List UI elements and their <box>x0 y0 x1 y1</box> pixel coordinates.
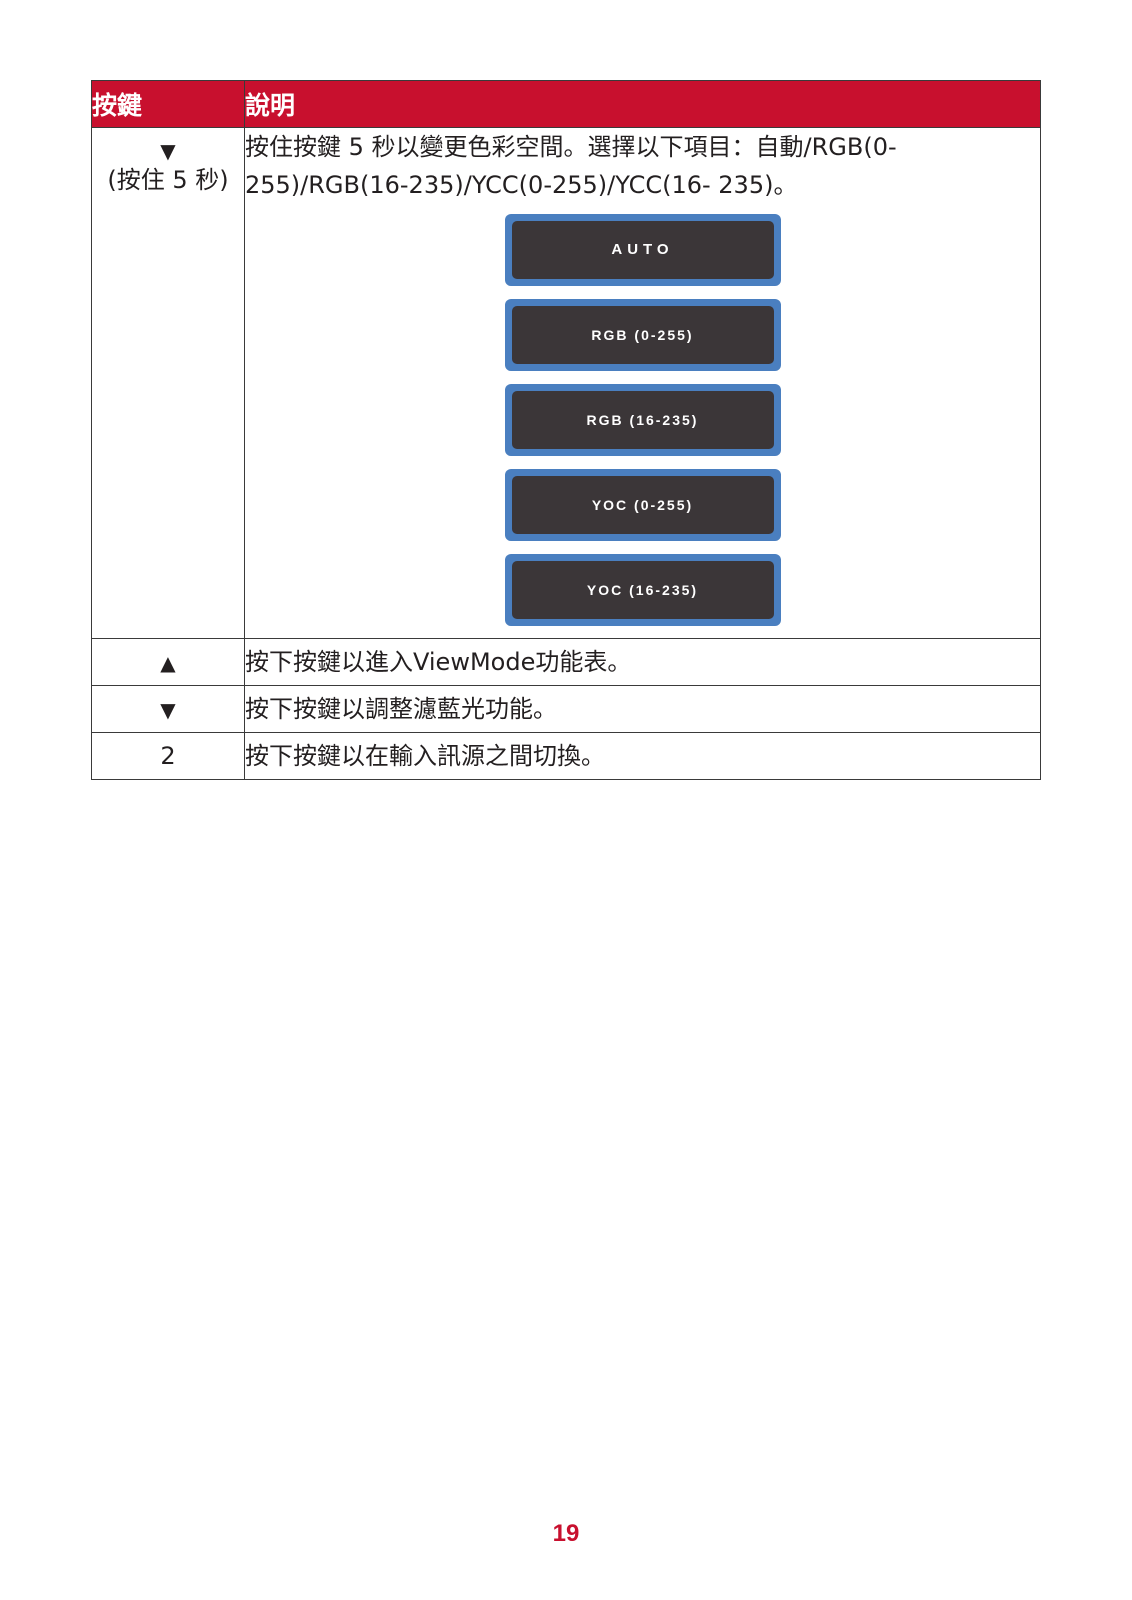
option-rgb-full: RGB (0-255) <box>504 299 781 371</box>
header-key: 按鍵 <box>91 80 245 128</box>
description-text: 按下按鍵以進入ViewMode功能表。 <box>244 638 1041 686</box>
key-cell: ▼ <box>91 685 245 733</box>
option-auto: AUTO <box>504 214 781 286</box>
option-label: AUTO <box>511 221 774 279</box>
table-row: ▼ (按住 5 秒) 按住按鍵 5 秒以變更色彩空間。選擇以下項目：自動/RGB… <box>91 127 1041 639</box>
key-cell: ▲ <box>91 638 245 686</box>
option-label: YOC (0-255) <box>511 476 774 534</box>
key-hold-note: (按住 5 秒) <box>107 166 229 194</box>
option-rgb-limited: RGB (16-235) <box>504 384 781 456</box>
option-label: YOC (16-235) <box>511 561 774 619</box>
up-triangle-icon: ▲ <box>160 651 176 675</box>
key-function-table: 按鍵 說明 ▼ (按住 5 秒) 按住按鍵 5 秒以變更色彩空間。選擇以下項目：… <box>91 80 1041 780</box>
table-row: ▲ 按下按鍵以進入ViewMode功能表。 <box>91 638 1041 686</box>
page-number: 19 <box>552 1520 580 1547</box>
table-header-row: 按鍵 說明 <box>91 80 1041 128</box>
description-text: 按下按鍵以在輸入訊源之間切換。 <box>244 732 1041 780</box>
down-triangle-icon: ▼ <box>160 139 176 163</box>
description-text: 按住按鍵 5 秒以變更色彩空間。選擇以下項目：自動/RGB(0-255)/RGB… <box>245 133 897 199</box>
table-row: ▼ 按下按鍵以調整濾藍光功能。 <box>91 685 1041 733</box>
description-text: 按下按鍵以調整濾藍光功能。 <box>244 685 1041 733</box>
color-space-options: AUTO RGB (0-255) RGB (16-235) YOC (0-255… <box>245 204 1040 638</box>
option-label: RGB (0-255) <box>511 306 774 364</box>
option-ycc-limited: YOC (16-235) <box>504 554 781 626</box>
key-cell: 2 <box>91 732 245 780</box>
option-label: RGB (16-235) <box>511 391 774 449</box>
option-ycc-full: YOC (0-255) <box>504 469 781 541</box>
key-cell: ▼ (按住 5 秒) <box>91 127 245 639</box>
down-triangle-icon: ▼ <box>160 698 176 722</box>
header-description: 說明 <box>244 80 1041 128</box>
table-row: 2 按下按鍵以在輸入訊源之間切換。 <box>91 732 1041 780</box>
description-cell: 按住按鍵 5 秒以變更色彩空間。選擇以下項目：自動/RGB(0-255)/RGB… <box>244 127 1041 639</box>
